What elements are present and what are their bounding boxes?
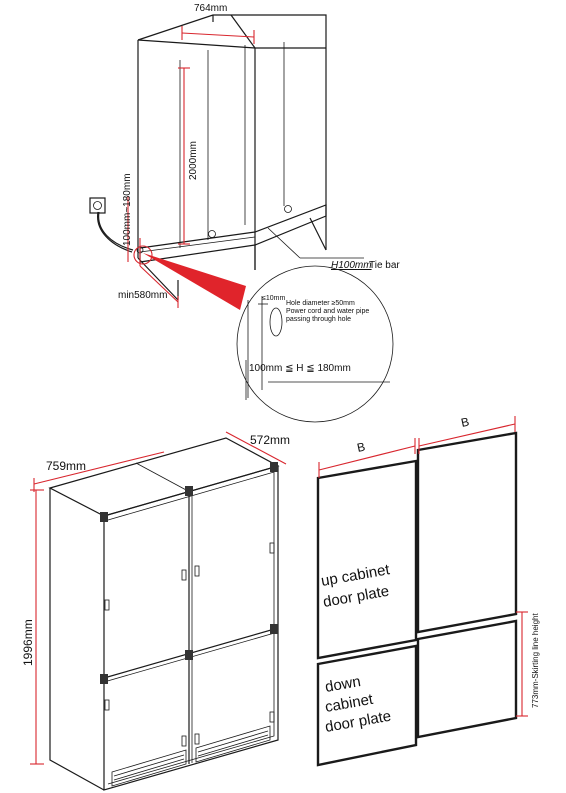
up-left-plate xyxy=(316,459,418,660)
door-plates: B B up cabinet door plate down cabinet d… xyxy=(316,415,540,767)
h-range-label: 100mm ≦ H ≦ 180mm xyxy=(249,363,351,374)
depth-dimension: min580mm xyxy=(118,265,179,308)
fridge-depth-label: 572mm xyxy=(250,433,290,447)
b-left-label: B xyxy=(356,440,367,455)
magnifier-source-circle xyxy=(133,245,153,265)
top-width-dimension: 764mm xyxy=(181,3,255,44)
hole-text-1: Hole diameter ≥50mm xyxy=(286,300,355,307)
tie-bar-label: Tie bar xyxy=(369,260,400,271)
up-right-plate xyxy=(416,431,518,634)
fridge-width-dimension: 759mm xyxy=(33,451,165,492)
hole-ellipse xyxy=(269,307,283,337)
b-right-label: B xyxy=(460,415,471,430)
hole-detail: ≤10mm Hole diameter ≥50mm Power cord and… xyxy=(236,265,394,423)
down-right-plate xyxy=(416,619,518,739)
fridge-height-label: 1996mm xyxy=(21,619,35,666)
tie-bar-code: H100mm xyxy=(331,260,372,271)
fridge-drawing xyxy=(48,437,280,791)
width-764-label: 764mm xyxy=(194,3,227,14)
gap-label: ≤10mm xyxy=(262,295,285,302)
skirting-label: 773mm-Skirting line height xyxy=(531,613,540,708)
detail-circle xyxy=(236,265,394,423)
fridge-height-dimension: 1996mm xyxy=(21,489,44,765)
magnifier-beam xyxy=(143,253,246,310)
cabinet-opening xyxy=(89,14,327,301)
height-2000-label: 2000mm xyxy=(188,141,199,180)
socket-height-dimension: 100mm~180mm xyxy=(122,173,141,266)
down-left-plate xyxy=(316,644,418,767)
fridge-width-label: 759mm xyxy=(46,459,86,473)
down-plate-line1: down xyxy=(324,673,362,696)
min580-label: min580mm xyxy=(118,290,167,301)
top-height-dimension: 2000mm xyxy=(178,67,199,245)
socket-range-label: 100mm~180mm xyxy=(122,173,133,246)
tie-bar-callout: H100mm Tie bar xyxy=(267,227,400,271)
fridge-depth-dimension: 572mm xyxy=(225,431,290,465)
hole-text-3: passing through hole xyxy=(286,316,351,323)
hole-text-2: Power cord and water pipe xyxy=(286,308,369,315)
